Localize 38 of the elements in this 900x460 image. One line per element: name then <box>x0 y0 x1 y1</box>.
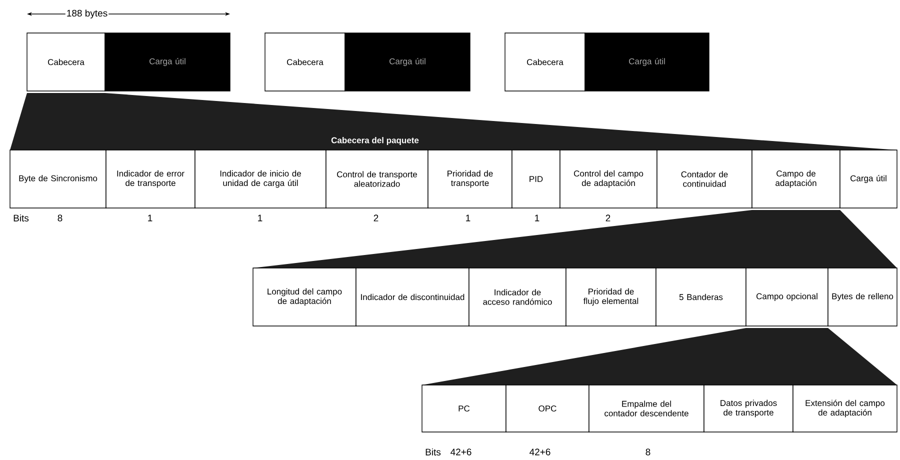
field-cell: Campo opcional <box>746 268 828 326</box>
field-cell: Cabecera <box>504 32 586 92</box>
field-cell: Campo de adaptación <box>752 150 840 208</box>
field-cell: Bytes de relleno <box>828 268 898 326</box>
field-cell: Prioridad de flujo elemental <box>566 268 656 326</box>
bit-count: 42+6 <box>530 448 550 456</box>
bit-count: 1 <box>466 214 470 222</box>
field-cell: Byte de Sincronismo <box>10 150 106 208</box>
field-cell: Indicador de acceso randómico <box>468 268 566 326</box>
field-cell: Indicador de inicio de unidad de carga útil <box>194 150 326 208</box>
bit-count: 1 <box>535 214 540 222</box>
bit-count: 42+6 <box>450 448 472 456</box>
expansion-wedge: Cabecera del paquete <box>10 93 897 150</box>
bit-count: 2 <box>606 214 610 222</box>
field-cell: Control de transporte aleatorizado <box>326 150 428 208</box>
dimension-label: 188 bytes <box>65 8 109 20</box>
payload-cell: Carga útil <box>344 32 470 92</box>
field-cell: PID <box>512 150 560 208</box>
field-cell: PC <box>422 384 506 432</box>
bit-count: 8 <box>646 448 650 456</box>
bit-count: 1 <box>258 214 262 222</box>
field-cell: Cabecera <box>264 32 346 92</box>
field-cell: Contador de continuidad <box>656 150 752 208</box>
field-cell: Prioridad de transporte <box>428 150 512 208</box>
field-cell: 5 Banderas <box>656 268 746 326</box>
field-cell: Carga útil <box>840 150 898 208</box>
payload-cell: Carga útil <box>104 32 230 92</box>
field-cell: Indicador de discontinuidad <box>356 268 470 326</box>
field-cell: Extensión del campo de adaptación <box>792 384 898 432</box>
payload-cell: Carga útil <box>584 32 710 92</box>
field-cell: Indicador de error de transporte <box>106 150 196 208</box>
bit-count: 2 <box>374 214 378 222</box>
field-cell: Empalme del contador descendente <box>588 384 704 432</box>
field-cell: OPC <box>506 384 590 432</box>
bit-count: Bits <box>426 448 441 456</box>
field-cell: Datos privados de transporte <box>704 384 794 432</box>
field-cell: Cabecera <box>26 32 106 92</box>
field-cell: Longitud del campo de adaptación <box>252 268 356 326</box>
